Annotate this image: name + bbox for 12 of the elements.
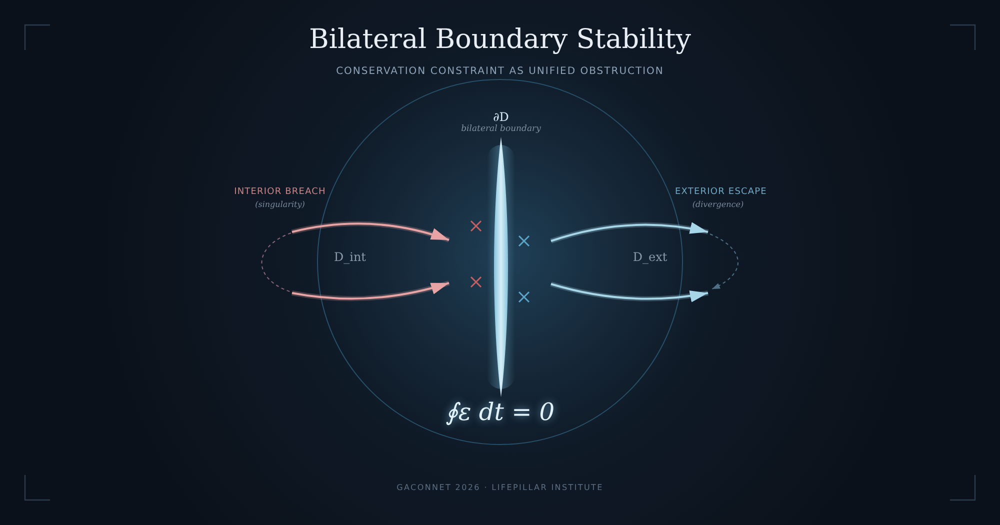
footer-credit: GACONNET 2026 · LIFEPILLAR INSTITUTE [396,483,604,493]
boundary-symbol: ∂D [493,110,509,124]
boundary-caption: bilateral boundary [461,124,541,135]
title: Bilateral Boundary Stability [309,23,691,57]
region-note: (singularity) [255,200,305,210]
formula: ∮ε dt = 0 [445,398,555,426]
region-heading: INTERIOR BREACH [234,187,326,198]
region-note: (divergence) [692,200,744,210]
region-heading: EXTERIOR ESCAPE [675,187,767,198]
region-label: D_ext [632,250,668,265]
subtitle: CONSERVATION CONSTRAINT AS UNIFIED OBSTRUCTION [336,65,664,78]
region-label: D_int [334,250,366,265]
